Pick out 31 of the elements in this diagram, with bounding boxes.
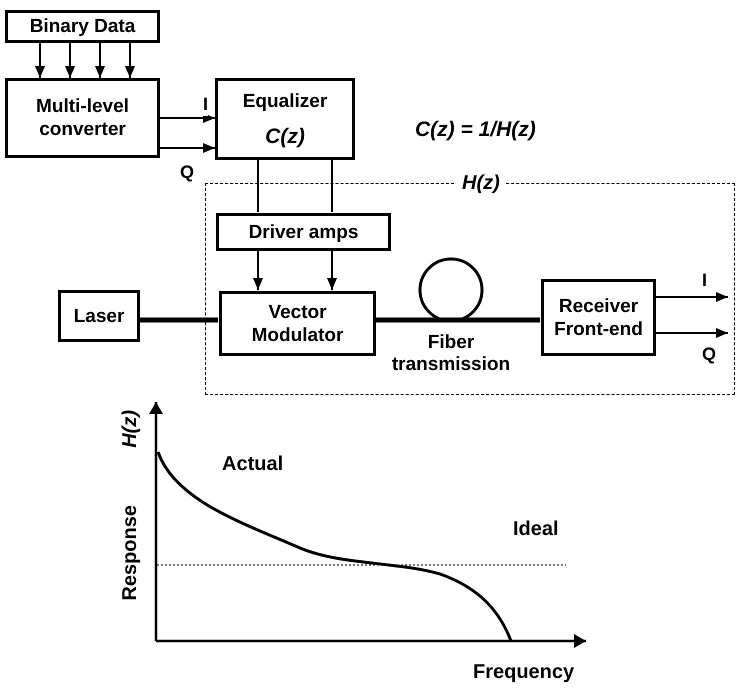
axis-label: H(z)	[118, 410, 142, 448]
process-box: Binary Data	[5, 10, 160, 43]
arrow	[160, 113, 215, 123]
axis-label: Frequency	[473, 660, 574, 684]
axis-label: Response	[118, 505, 142, 601]
arrow	[655, 292, 728, 302]
box-heading: Equalizer	[242, 90, 328, 113]
equation: C(z) = 1/H(z)	[415, 118, 536, 142]
process-box: Vector Modulator	[219, 291, 376, 356]
arrow	[327, 250, 337, 290]
curve-label: Ideal	[513, 517, 559, 541]
optical-fiber-line	[375, 318, 450, 322]
arrow	[253, 250, 263, 290]
process-box: Laser	[58, 290, 140, 342]
transfer-function: C(z)	[265, 125, 305, 148]
arrow	[35, 43, 45, 78]
optical-fiber-line	[450, 318, 540, 322]
optical-fiber-line	[140, 318, 218, 322]
process-box: Multi-level converter	[5, 78, 160, 158]
equalizer-box	[215, 78, 355, 160]
arrow	[65, 43, 75, 78]
curve-label: Actual	[222, 452, 284, 476]
process-box: Driver amps	[216, 213, 391, 251]
arrow	[655, 328, 728, 338]
arrow	[95, 43, 105, 78]
connector-line	[257, 160, 259, 212]
arrow	[125, 43, 135, 78]
connector-line	[331, 160, 333, 212]
process-box: Receiver Front-end	[541, 279, 656, 356]
fiber-label: Fiber transmission	[391, 332, 511, 376]
arrow	[160, 143, 215, 153]
